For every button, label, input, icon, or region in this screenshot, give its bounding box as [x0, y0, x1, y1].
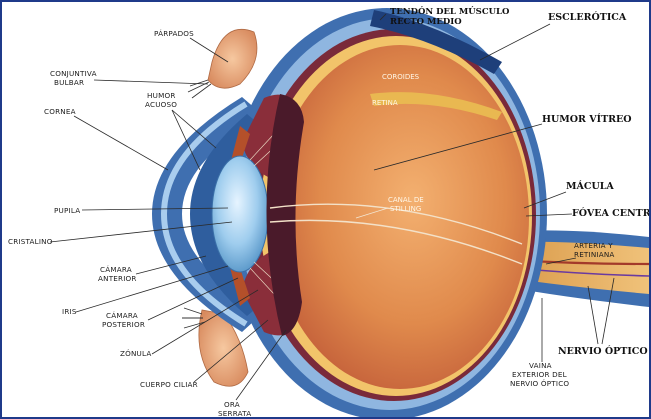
label-ora-serrata-2: SERRATA	[218, 409, 251, 417]
label-macula: MÁCULA	[566, 180, 614, 192]
label-cornea: CORNEA	[44, 107, 76, 116]
label-ora-serrata-1: ORA	[224, 400, 240, 409]
label-humor-vitreo: HUMOR VÍTREO	[542, 113, 632, 125]
label-tendon-2: RECTO MEDIO	[390, 17, 462, 27]
label-esclerotica: ESCLERÓTICA	[548, 11, 627, 23]
label-humor-acuoso-1: HUMOR	[147, 91, 176, 100]
label-tendon-1: TENDÓN DEL MÚSCULO	[390, 5, 510, 17]
label-canal-1: CANAL DE	[388, 196, 424, 204]
label-arteria-2: RETINIANA	[574, 250, 615, 259]
label-fovea: FÓVEA CENTRAL	[572, 207, 649, 219]
label-conjuntiva-1: CONJUNTIVA	[50, 69, 97, 78]
label-camara-anterior-2: ANTERIOR	[98, 274, 137, 283]
label-camara-posterior-2: POSTERIOR	[102, 320, 145, 329]
label-humor-acuoso-2: ACUOSO	[145, 100, 177, 109]
label-retina: RETINA	[372, 99, 398, 107]
label-camara-anterior-1: CÁMARA	[100, 265, 132, 274]
label-conjuntiva-2: BULBAR	[54, 78, 84, 87]
label-pupila: PUPILA	[54, 206, 80, 215]
lens	[212, 156, 268, 272]
label-vaina-1: VAINA	[529, 361, 552, 370]
label-cristalino: CRISTALINO	[8, 237, 53, 246]
upper-eyelashes	[188, 80, 211, 98]
upper-eyelid	[208, 29, 257, 88]
label-zonula: ZÓNULA	[120, 349, 152, 358]
leader-conjuntiva	[94, 80, 208, 84]
label-nervio-optico: NERVIO ÓPTICO	[558, 345, 648, 357]
label-coroides: COROIDES	[382, 73, 420, 81]
label-cuerpo-ciliar: CUERPO CILIAR	[140, 380, 198, 389]
label-parpados: PÁRPADOS	[154, 29, 194, 38]
label-vaina-3: NERVIO ÓPTICO	[510, 379, 569, 388]
leader-esclerotica	[480, 24, 550, 60]
label-arteria-1: ARTERIA Y	[574, 241, 613, 250]
label-camara-posterior-1: CÁMARA	[106, 311, 138, 320]
label-iris: IRIS	[62, 307, 77, 316]
leader-cornea	[74, 116, 168, 170]
label-vaina-2: EXTERIOR DEL	[512, 370, 567, 379]
label-canal-2: STILLING	[390, 205, 421, 213]
